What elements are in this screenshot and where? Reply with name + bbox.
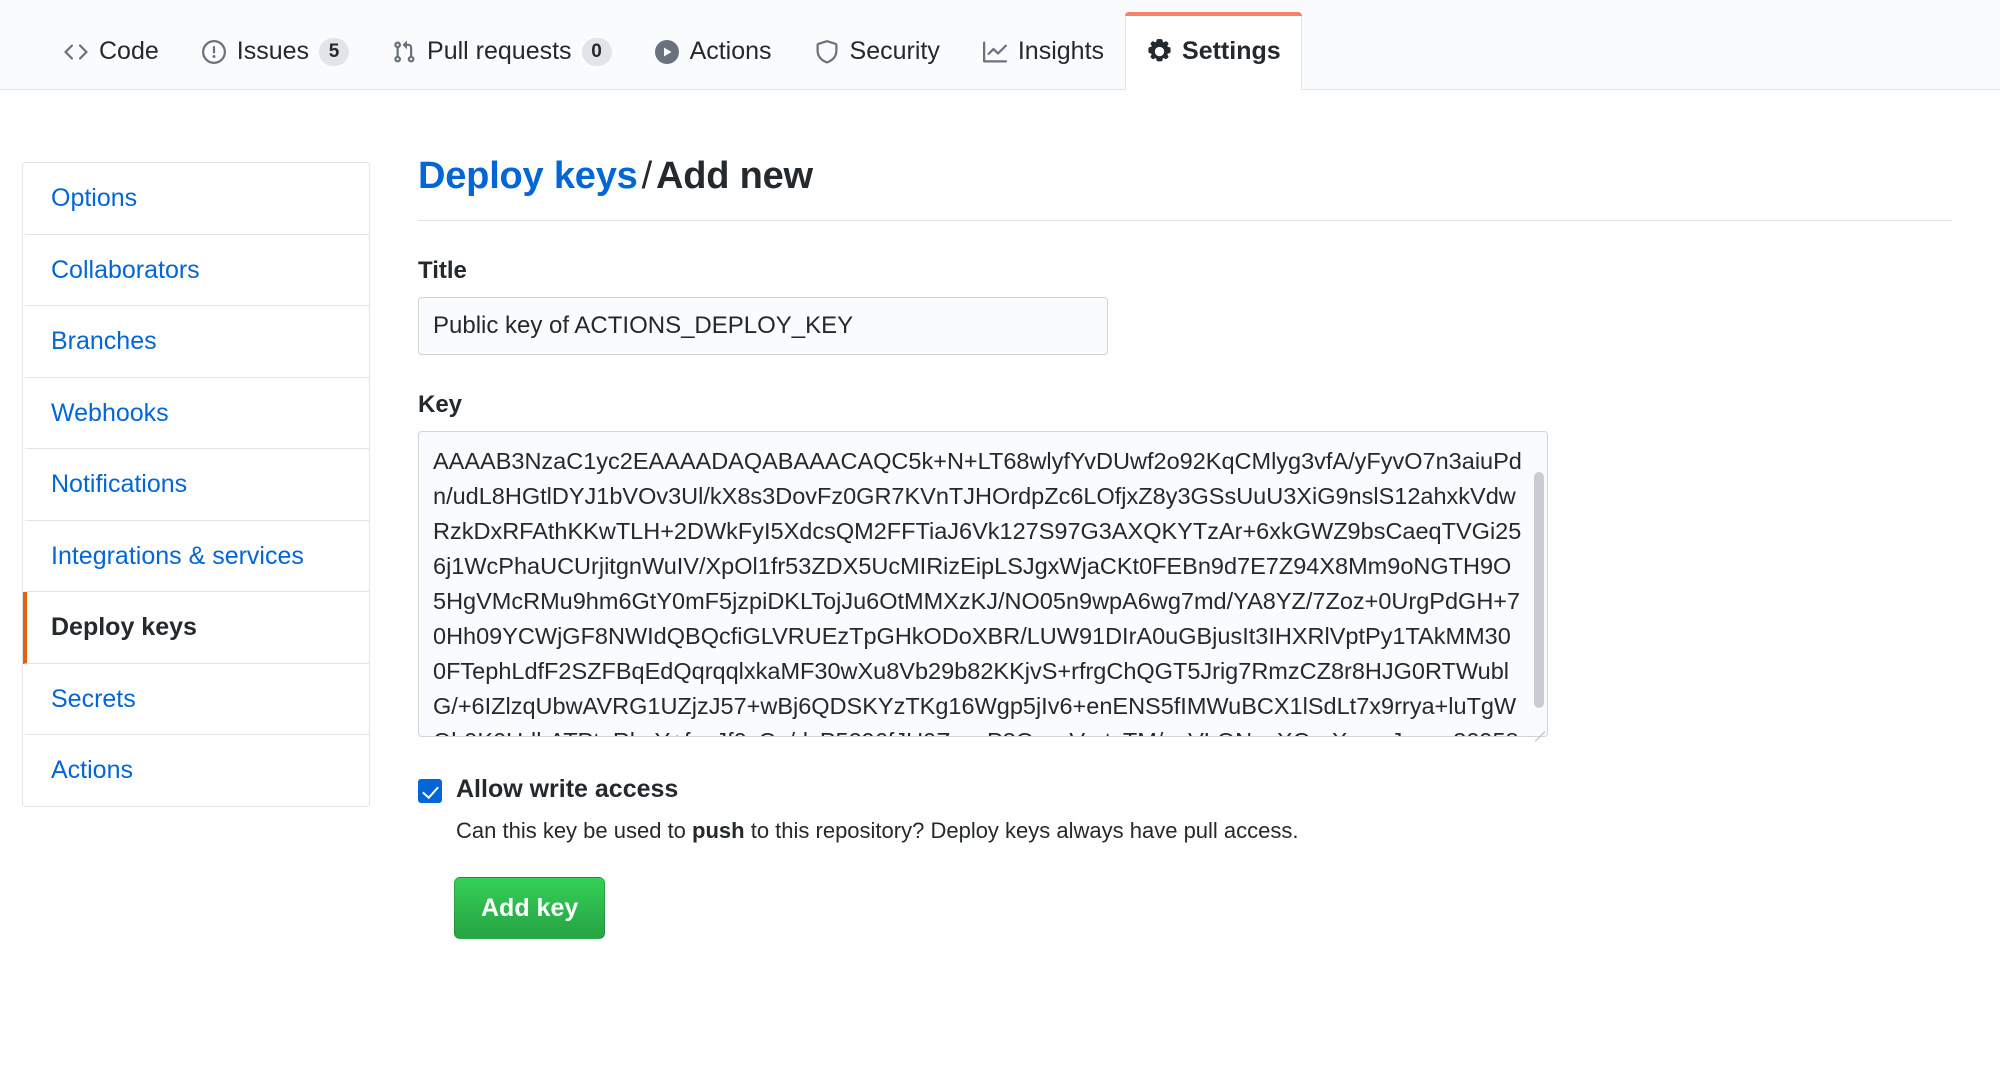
key-textarea-scrollbar[interactable] xyxy=(1531,432,1547,737)
key-textarea[interactable]: AAAAB3NzaC1yc2EAAAADAQABAAACAQC5k+N+LT68… xyxy=(418,431,1548,738)
allow-write-access-checkbox[interactable] xyxy=(418,779,442,804)
allow-write-access-texts: Allow write access Can this key be used … xyxy=(456,773,1299,847)
tab-settings-label: Settings xyxy=(1182,37,1281,65)
tab-code[interactable]: Code xyxy=(42,12,180,90)
play-icon xyxy=(654,39,680,65)
repo-nav: Code Issues 5 Pull requests 0 Actions Se… xyxy=(0,0,2000,90)
key-field-wrapper: AAAAB3NzaC1yc2EAAAADAQABAAACAQC5k+N+LT68… xyxy=(418,431,1548,743)
allow-write-access-label[interactable]: Allow write access xyxy=(456,775,679,804)
page-title: Deploy keys/Add new xyxy=(418,155,1952,222)
tab-issues-label: Issues xyxy=(236,37,310,65)
breadcrumb-separator: / xyxy=(641,155,653,198)
settings-sidebar: Options Collaborators Branches Webhooks … xyxy=(22,162,370,807)
title-input[interactable] xyxy=(418,297,1108,356)
textarea-resize-handle[interactable] xyxy=(1529,718,1546,743)
key-field-label: Key xyxy=(418,391,463,419)
code-icon xyxy=(63,39,89,65)
tab-code-label: Code xyxy=(99,37,159,65)
tab-actions[interactable]: Actions xyxy=(633,12,793,90)
allow-write-access-row: Allow write access Can this key be used … xyxy=(418,773,1952,847)
sidebar-item-options[interactable]: Options xyxy=(23,163,369,235)
add-key-button[interactable]: Add key xyxy=(454,877,606,939)
shield-icon xyxy=(814,39,840,65)
sidebar-item-branches[interactable]: Branches xyxy=(23,306,369,378)
note-text-post: to this repository? Deploy keys always h… xyxy=(744,818,1299,844)
key-textarea-scrollbar-thumb[interactable] xyxy=(1534,472,1544,709)
tab-insights-label: Insights xyxy=(1017,37,1105,65)
tab-pull-requests[interactable]: Pull requests 0 xyxy=(370,12,633,90)
issues-count: 5 xyxy=(319,37,350,66)
breadcrumb-deploy-keys-link[interactable]: Deploy keys xyxy=(418,155,638,198)
sidebar-item-webhooks[interactable]: Webhooks xyxy=(23,377,369,449)
sidebar-item-deploy-keys[interactable]: Deploy keys xyxy=(23,592,369,664)
breadcrumb-current: Add new xyxy=(655,155,813,198)
allow-write-access-note: Can this key be used to push to this rep… xyxy=(456,816,1299,847)
tab-security-label: Security xyxy=(849,37,940,65)
graph-icon xyxy=(982,39,1008,65)
page-body: Options Collaborators Branches Webhooks … xyxy=(0,90,2000,939)
sidebar-item-actions[interactable]: Actions xyxy=(23,735,369,806)
main-content: Deploy keys/Add new Title Key AAAAB3NzaC… xyxy=(370,130,1960,939)
gear-icon xyxy=(1146,39,1172,65)
tab-security[interactable]: Security xyxy=(793,12,961,90)
note-text-bold: push xyxy=(692,818,745,844)
sidebar-item-secrets[interactable]: Secrets xyxy=(23,663,369,735)
note-text-pre: Can this key be used to xyxy=(456,818,693,844)
sidebar-item-collaborators[interactable]: Collaborators xyxy=(23,234,369,306)
sidebar-item-integrations[interactable]: Integrations & services xyxy=(23,520,369,592)
pull-requests-count: 0 xyxy=(581,37,612,66)
issue-opened-icon xyxy=(201,39,227,65)
tab-issues[interactable]: Issues 5 xyxy=(180,12,370,90)
tab-pull-requests-label: Pull requests xyxy=(427,37,572,65)
tab-settings[interactable]: Settings xyxy=(1125,12,1302,90)
git-pull-request-icon xyxy=(391,39,417,65)
tab-insights[interactable]: Insights xyxy=(961,12,1125,90)
sidebar-item-notifications[interactable]: Notifications xyxy=(23,449,369,521)
tab-actions-label: Actions xyxy=(689,37,772,65)
title-field-label: Title xyxy=(418,257,467,285)
